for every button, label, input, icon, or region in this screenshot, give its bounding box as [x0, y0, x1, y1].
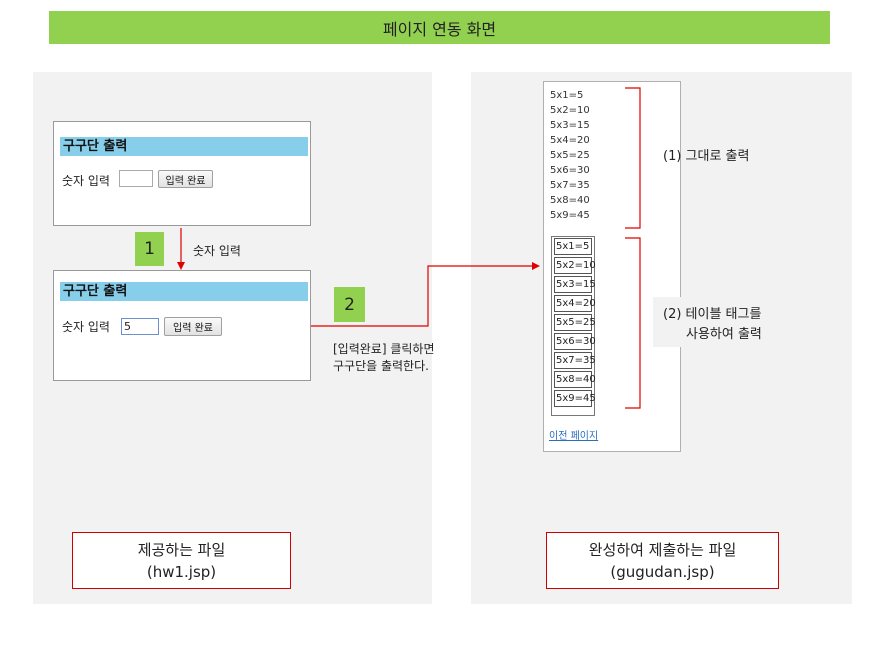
result-table: 5x1=5 5x2=10 5x3=15 5x4=20 5x5=25 5x6=30…	[551, 236, 596, 416]
page-title: 페이지 연동 화면	[49, 11, 830, 44]
table-cell: 5x9=45	[554, 390, 596, 407]
table-cell: 5x5=25	[554, 314, 596, 331]
submit-file-name: 완성하여 제출하는 파일	[588, 540, 737, 559]
step-2-badge: 2	[334, 287, 365, 322]
plain-line: 5x5=25	[550, 150, 590, 161]
step-1-caption: 숫자 입력	[193, 244, 241, 258]
result-page: 5x1=5 5x2=10 5x3=15 5x4=20 5x5=25 5x6=30…	[543, 81, 681, 452]
number-input-label: 숫자 입력	[62, 320, 110, 334]
plain-line: 5x7=35	[550, 180, 590, 191]
number-input[interactable]	[119, 170, 153, 187]
plain-line: 5x4=20	[550, 135, 590, 146]
table-cell: 5x2=10	[554, 257, 596, 274]
plain-line: 5x6=30	[550, 165, 590, 176]
plain-line: 5x9=45	[550, 210, 590, 221]
form-heading: 구구단 출력	[60, 282, 308, 301]
table-cell: 5x1=5	[554, 238, 592, 255]
submit-file-path: (gugudan.jsp)	[610, 562, 715, 581]
plain-line: 5x8=40	[550, 195, 590, 206]
plain-line: 5x1=5	[550, 90, 584, 101]
table-cell: 5x3=15	[554, 276, 596, 293]
provided-file-path: (hw1.jsp)	[146, 562, 217, 581]
provided-file-name: 제공하는 파일	[137, 540, 226, 559]
number-input[interactable]: 5	[121, 318, 159, 335]
table-cell: 5x4=20	[554, 295, 596, 312]
prev-page-link[interactable]: 이전 페이지	[549, 431, 599, 442]
submit-button[interactable]: 입력 완료	[164, 317, 222, 336]
provided-file-label: 제공하는 파일 (hw1.jsp)	[72, 532, 291, 589]
note-table-line: 사용하여 출력	[686, 327, 762, 342]
note-table-line: (2) 테이블 태그를	[663, 307, 762, 322]
table-cell: 5x8=40	[554, 371, 596, 388]
submit-button[interactable]: 입력 완료	[158, 170, 213, 188]
step-2-caption-line: 구구단을 출력한다.	[333, 359, 429, 373]
plain-line: 5x3=15	[550, 120, 590, 131]
plain-line: 5x2=10	[550, 105, 590, 116]
step-1-badge: 1	[135, 232, 164, 266]
note-plain-output: (1) 그대로 출력	[663, 149, 750, 164]
form-heading: 구구단 출력	[60, 137, 308, 156]
number-input-label: 숫자 입력	[62, 174, 110, 188]
step-2-caption: [입력완료] 클릭하면 구구단을 출력한다.	[333, 341, 435, 375]
step-2-caption-line: [입력완료] 클릭하면	[333, 342, 435, 356]
note-table-output: (2) 테이블 태그를 사용하여 출력	[653, 297, 805, 347]
table-cell: 5x7=35	[554, 352, 596, 369]
form-window-initial: 구구단 출력 숫자 입력 입력 완료	[53, 121, 311, 226]
form-window-filled: 구구단 출력 숫자 입력 5 입력 완료	[53, 270, 311, 381]
table-cell: 5x6=30	[554, 333, 596, 350]
submit-file-label: 완성하여 제출하는 파일 (gugudan.jsp)	[546, 532, 779, 589]
